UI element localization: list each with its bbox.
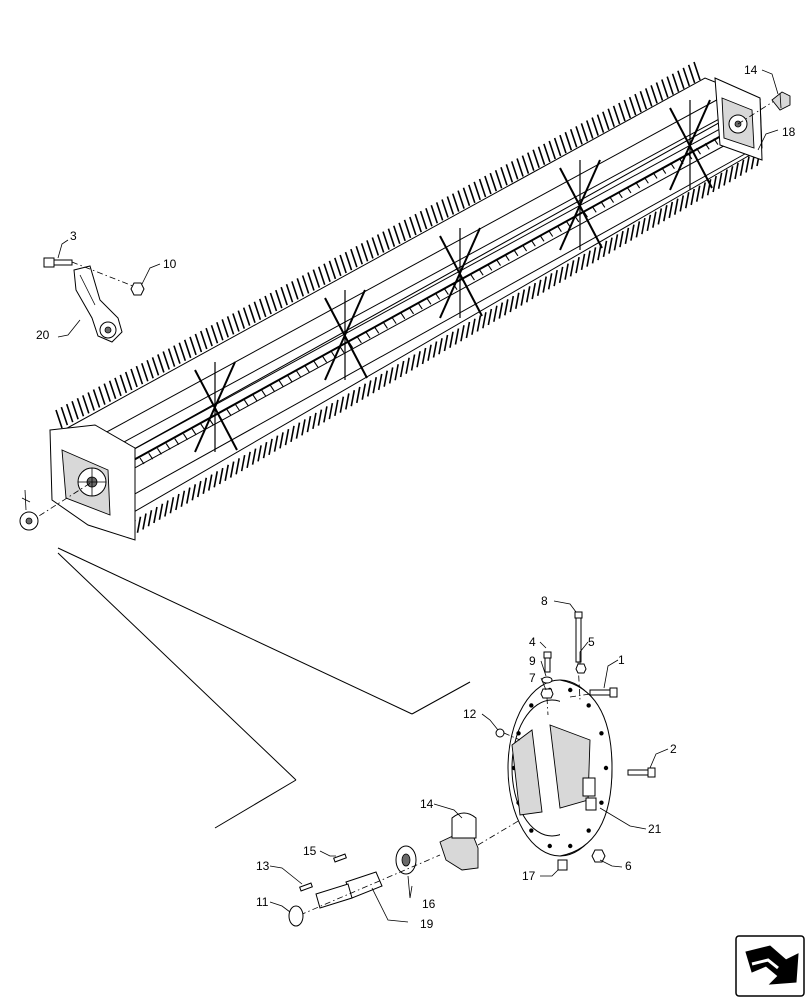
callout-17: 17 <box>522 869 536 883</box>
clip-part-14-top <box>771 91 791 111</box>
callout-5: 5 <box>588 635 595 649</box>
callout-12: 12 <box>463 707 477 721</box>
leader-lines <box>57 69 779 923</box>
callout-8: 8 <box>541 594 548 608</box>
callout-21: 21 <box>648 822 662 836</box>
callout-3: 3 <box>70 229 77 243</box>
callout-13: 13 <box>256 859 270 873</box>
callout-9: 9 <box>529 654 536 668</box>
reel-assembly <box>49 61 763 541</box>
callout-labels: 14 18 3 10 20 8 4 5 9 1 7 12 2 21 14 15 … <box>36 63 796 931</box>
callout-11: 11 <box>256 895 269 909</box>
callout-2: 2 <box>670 742 677 756</box>
callout-18: 18 <box>782 125 796 139</box>
hub-part-21 <box>507 679 613 857</box>
callout-14-top: 14 <box>744 63 758 77</box>
callout-7: 7 <box>529 671 536 685</box>
callout-4: 4 <box>529 635 536 649</box>
nut-part-10 <box>130 282 145 296</box>
arm-part-20 <box>73 265 123 343</box>
callout-19: 19 <box>420 917 434 931</box>
callout-16: 16 <box>422 897 436 911</box>
next-page-arrow-icon[interactable] <box>735 935 805 997</box>
callout-20: 20 <box>36 328 50 342</box>
callout-14-mid: 14 <box>420 797 434 811</box>
callout-1: 1 <box>618 653 625 667</box>
left-bearing-part <box>19 489 39 531</box>
callout-15: 15 <box>303 844 317 858</box>
bolt-part-3 <box>43 257 73 268</box>
callout-6: 6 <box>625 859 632 873</box>
callout-10: 10 <box>163 257 177 271</box>
fasteners <box>288 611 656 927</box>
